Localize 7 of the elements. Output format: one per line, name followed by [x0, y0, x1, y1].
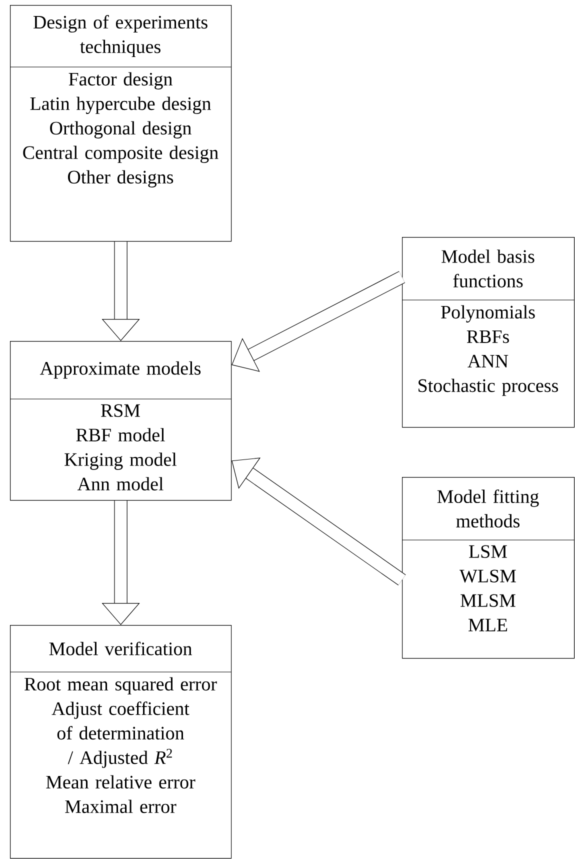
list-box: Approximate models RSM RBF model Kriging model Ann model [10, 341, 232, 501]
list-box: Model fitting methods LSM WLSM MLSM MLE [402, 477, 575, 659]
list-box: Model verification Root mean squared error Adjust coefficient of determination / Adjusted R$^{2}$ Mean relative error Maximal error [10, 625, 232, 859]
block-arrow [232, 271, 406, 372]
list-box: Design of experiments techniques Factor design Latin hypercube design Orthogonal design Central composite design Other designs [10, 5, 232, 242]
list-box: Model basis functions Polynomials RBFs ANN Stochastic process [402, 237, 575, 428]
block-arrow [232, 458, 406, 586]
